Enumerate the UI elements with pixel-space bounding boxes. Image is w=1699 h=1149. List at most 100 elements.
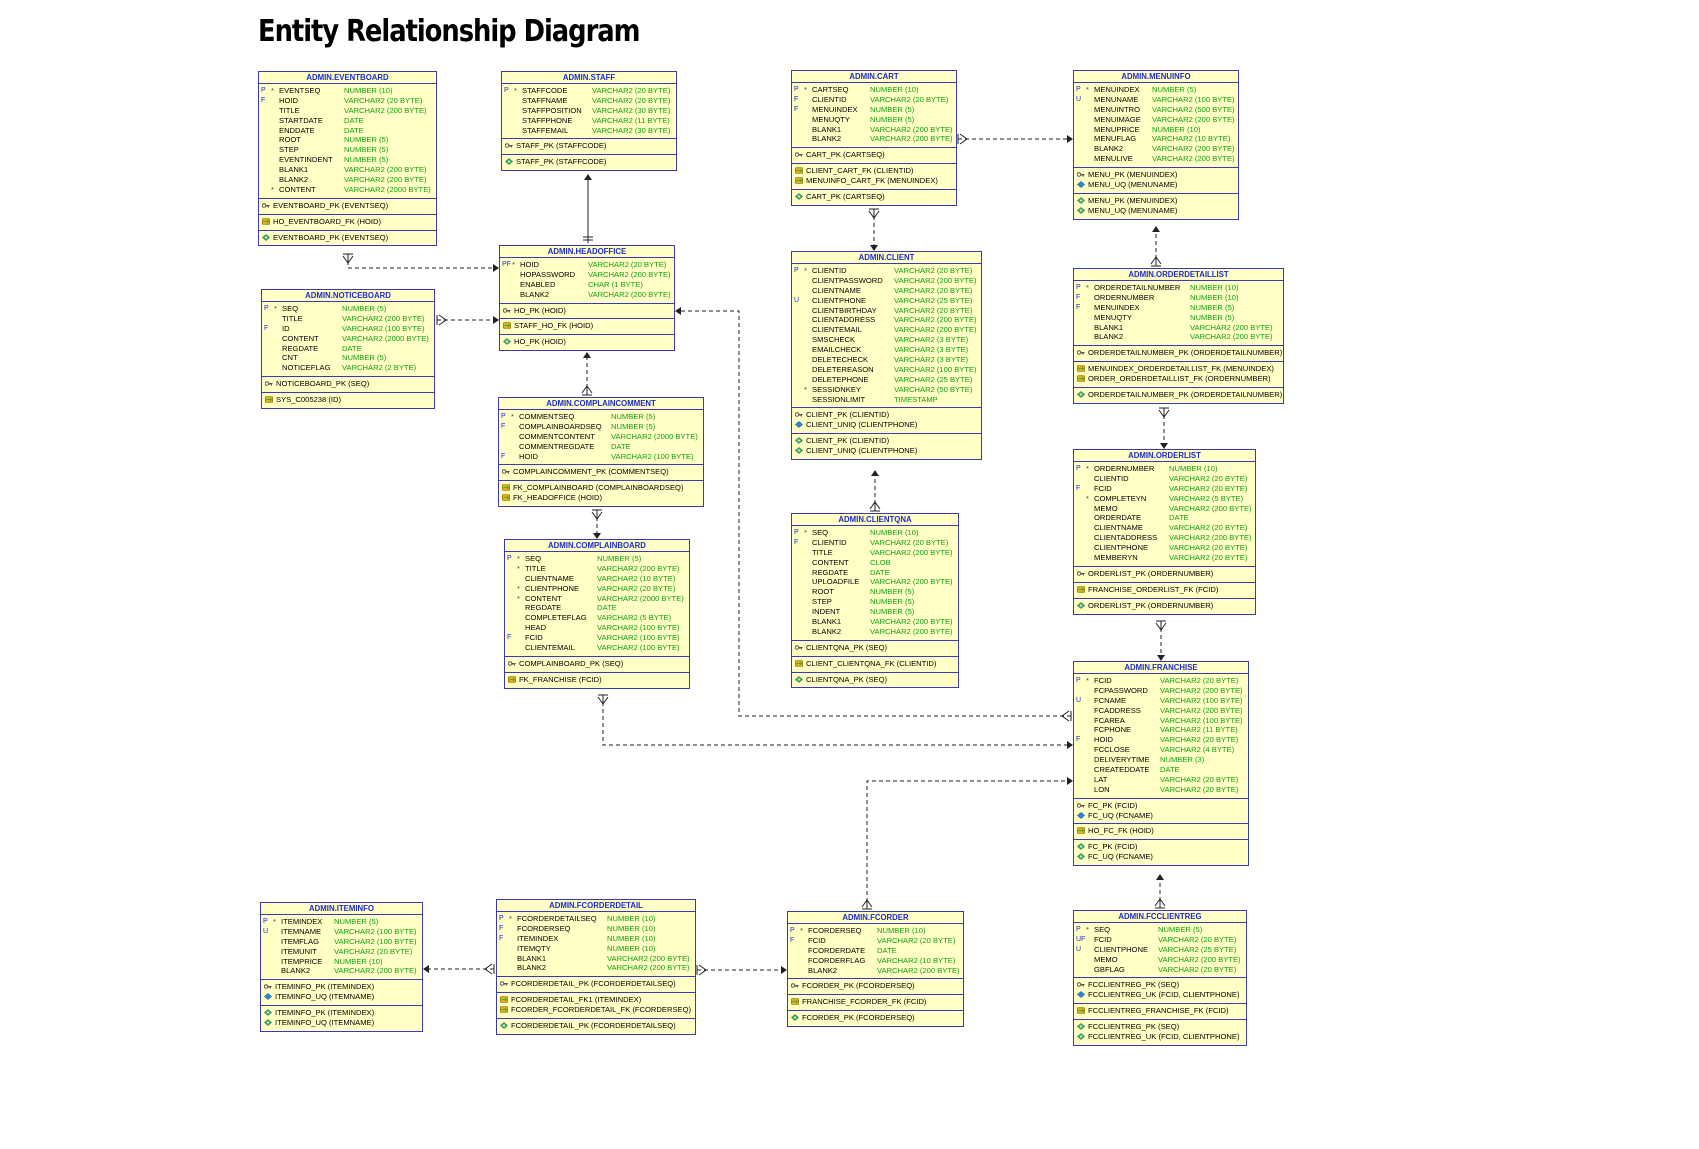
table-title[interactable]: ADMIN.ORDERDETAILLIST [1074, 269, 1283, 281]
key-row[interactable]: EVENTBOARD_PK (EVENTSEQ) [259, 201, 436, 211]
key-row[interactable]: CLIENTQNA_PK (SEQ) [792, 643, 958, 653]
key-row[interactable]: MENU_UQ (MENUNAME) [1074, 180, 1238, 190]
key-row[interactable]: ORDERDETAILNUMBER_PK (ORDERDETAILNUMBER) [1074, 390, 1283, 400]
key-row[interactable]: ITEMINFO_PK (ITEMINDEX) [261, 982, 422, 992]
key-row[interactable]: STAFF_PK (STAFFCODE) [502, 141, 676, 151]
key-row[interactable]: FK_FRANCHISE (FCID) [505, 675, 689, 685]
key-row[interactable]: ITEMINFO_UQ (ITEMNAME) [261, 992, 422, 1002]
key-row[interactable]: ORDER_ORDERDETAILLIST_FK (ORDERNUMBER) [1074, 374, 1283, 384]
key-row[interactable]: FCORDERDETAIL_FK1 (ITEMINDEX) [497, 995, 695, 1005]
key-row[interactable]: FCORDER_FCORDERDETAIL_FK (FCORDERSEQ) [497, 1005, 695, 1015]
key-row[interactable]: MENU_UQ (MENUNAME) [1074, 206, 1238, 216]
key-row[interactable]: ORDERLIST_PK (ORDERNUMBER) [1074, 569, 1255, 579]
key-row[interactable]: HO_FC_FK (HOID) [1074, 826, 1248, 836]
key-row[interactable]: FCCLIENTREG_UK (FCID, CLIENTPHONE) [1074, 990, 1246, 1000]
key-row[interactable]: FCORDER_PK (FCORDERSEQ) [788, 1013, 963, 1023]
table-title[interactable]: ADMIN.CART [792, 71, 956, 83]
key-row[interactable]: CART_PK (CARTSEQ) [792, 192, 956, 202]
table-title[interactable]: ADMIN.CLIENT [792, 252, 981, 264]
key-row[interactable]: STAFF_HO_FK (HOID) [500, 321, 674, 331]
table-title[interactable]: ADMIN.ITEMINFO [261, 903, 422, 915]
table-title[interactable]: ADMIN.MENUINFO [1074, 71, 1238, 83]
key-row[interactable]: FCCLIENTREG_PK (SEQ) [1074, 980, 1246, 990]
table-title[interactable]: ADMIN.FCORDERDETAIL [497, 900, 695, 912]
key-row[interactable]: FC_PK (FCID) [1074, 801, 1248, 811]
key-row[interactable]: FRANCHISE_FCORDER_FK (FCID) [788, 997, 963, 1007]
table-title[interactable]: ADMIN.STAFF [502, 72, 676, 84]
key-row[interactable]: FK_COMPLAINBOARD (COMPLAINBOARDSEQ) [499, 483, 703, 493]
key-row[interactable]: CLIENTQNA_PK (SEQ) [792, 675, 958, 685]
table-title[interactable]: ADMIN.COMPLAINCOMMENT [499, 398, 703, 410]
table-title[interactable]: ADMIN.FRANCHISE [1074, 662, 1248, 674]
key-row[interactable]: FCORDERDETAIL_PK (FCORDERDETAILSEQ) [497, 979, 695, 989]
